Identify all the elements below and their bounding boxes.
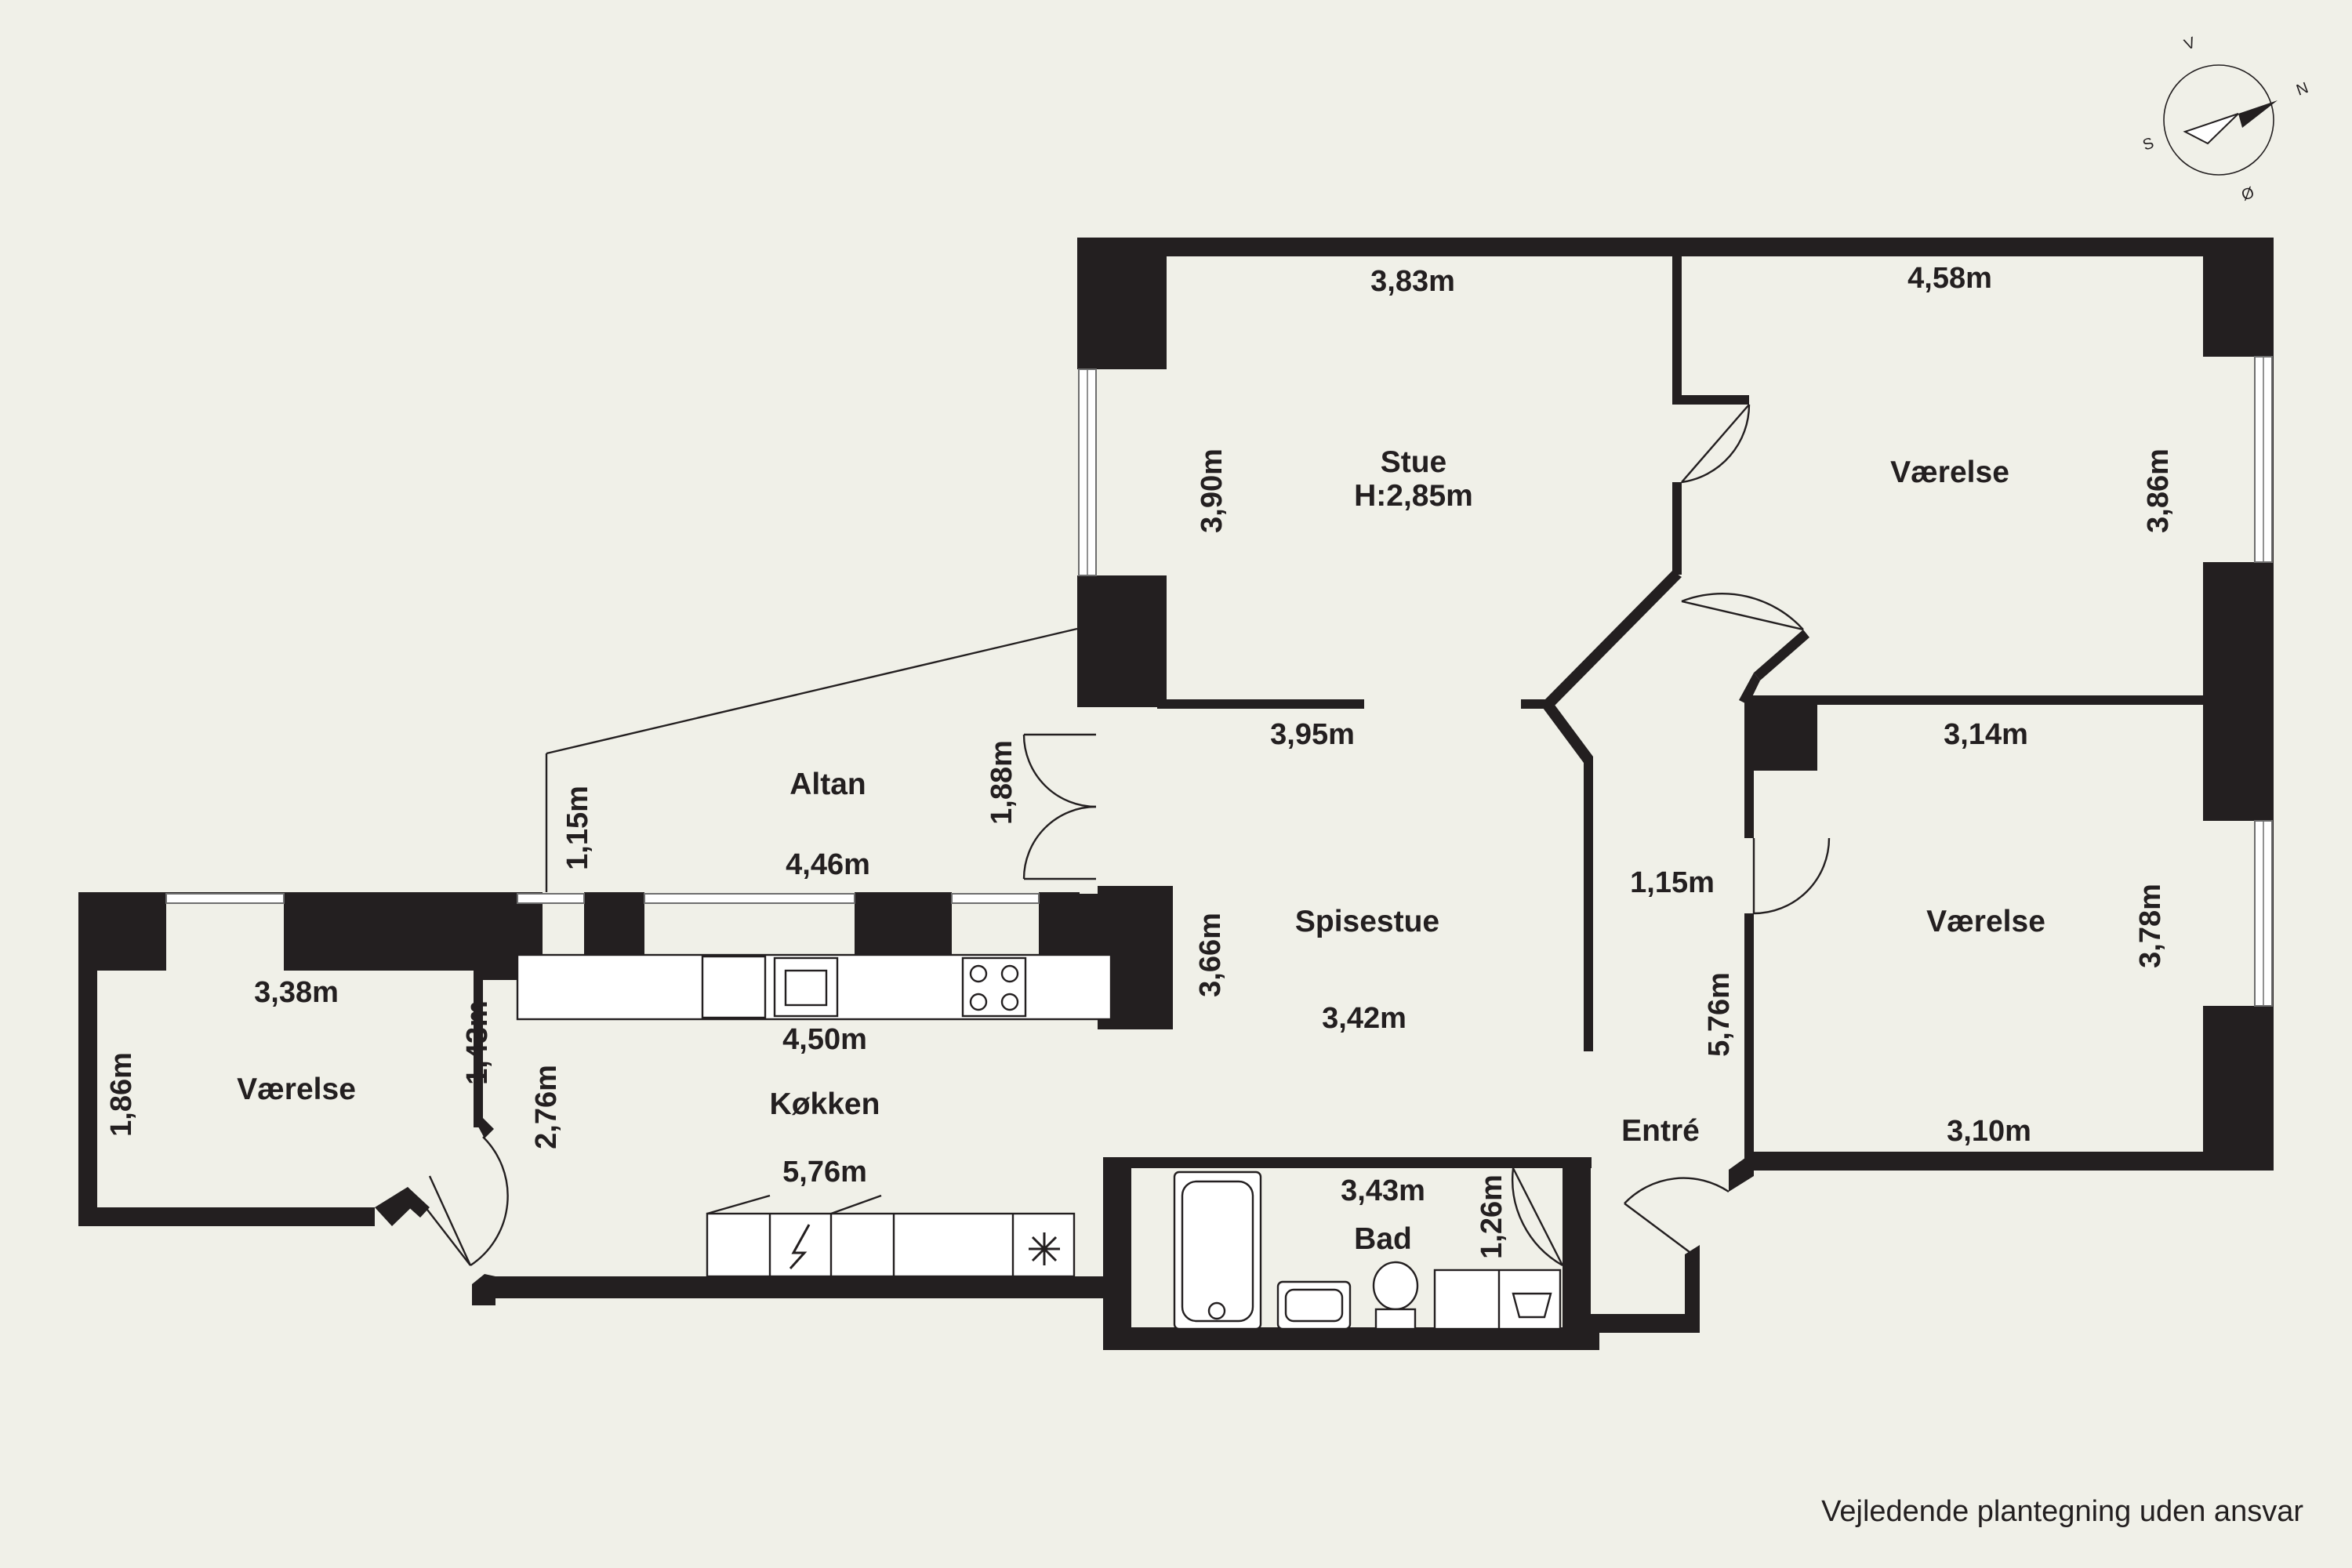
window-vaerelse-left xyxy=(165,893,285,904)
dim-vaerelse-r-width-top: 3,14m xyxy=(1944,718,2028,751)
dim-entre-length: 5,76m xyxy=(1703,972,1736,1057)
room-label-stue-height: H:2,85m xyxy=(1354,479,1473,513)
door-vaerelse-top xyxy=(1681,404,1751,484)
dimensions: 3,83m 3,90m 4,58m 3,86m 3,95m 1,88m 1,15… xyxy=(105,262,2175,1259)
dim-spisestue-width: 3,42m xyxy=(1322,1002,1406,1035)
compass-needle-icon xyxy=(2238,100,2278,128)
room-label-vaerelse-right: Værelse xyxy=(1926,905,2045,938)
door-altan xyxy=(1022,733,1097,880)
compass-south: S xyxy=(2140,134,2156,154)
room-label-koekken: Køkken xyxy=(770,1087,880,1121)
oven-icon xyxy=(789,1224,811,1270)
windows xyxy=(165,356,2273,1007)
room-label-stue: Stue xyxy=(1381,445,1447,479)
dim-bad-width: 3,43m xyxy=(1341,1174,1425,1207)
room-label-vaerelse-top: Værelse xyxy=(1890,456,2009,489)
altan-outline xyxy=(545,627,1078,892)
toilet-icon xyxy=(1372,1261,1419,1311)
room-label-spisestue: Spisestue xyxy=(1295,905,1439,938)
window-koekken-2 xyxy=(644,893,855,904)
dim-stue-width: 3,83m xyxy=(1370,265,1455,298)
fridge-icon xyxy=(1029,1232,1060,1265)
door-vaerelse-left xyxy=(419,1136,509,1267)
room-labels: Stue H:2,85m Værelse Værelse Værelse Alt… xyxy=(237,445,2045,1256)
compass-ring-icon xyxy=(2163,64,2274,176)
room-label-vaerelse-left: Værelse xyxy=(237,1073,356,1106)
dim-vaerelse-l-depth: 1,86m xyxy=(105,1052,138,1137)
kitchen-counter-top xyxy=(516,953,1112,1021)
dim-koekken-side: 2,76m xyxy=(530,1065,563,1149)
dishwasher-icon xyxy=(701,955,767,1019)
compass-north: N xyxy=(2294,79,2310,100)
dim-vaerelse-l-width: 3,38m xyxy=(254,976,339,1009)
door-entre-vaerelse xyxy=(1681,593,1804,631)
dim-spisestue-top: 3,95m xyxy=(1270,718,1355,751)
compass-east: Ø xyxy=(2239,184,2256,205)
dim-stue-depth: 3,90m xyxy=(1196,448,1229,533)
disclaimer: Vejledende plantegning uden ansvar xyxy=(1821,1495,2303,1528)
door-front xyxy=(1624,1177,1730,1253)
washer-icon xyxy=(1433,1269,1562,1330)
compass: N Ø S V xyxy=(2140,34,2310,204)
compass-tail-icon xyxy=(2183,113,2239,145)
dim-vaerelse-tr-width: 4,58m xyxy=(1907,262,1992,295)
dim-vaerelse-l-side: 1,43m xyxy=(461,1000,494,1085)
window-koekken-1 xyxy=(517,893,585,904)
room-label-entre: Entré xyxy=(1621,1114,1700,1148)
door-vaerelse-right xyxy=(1752,837,1831,915)
dim-hall-width: 1,15m xyxy=(1630,866,1715,899)
window-koekken-3 xyxy=(951,893,1040,904)
dim-altan-depth: 1,88m xyxy=(985,740,1018,825)
doors xyxy=(419,404,1831,1267)
dim-vaerelse-r-width-bottom: 3,10m xyxy=(1947,1115,2031,1148)
bathroom-fixtures xyxy=(1173,1171,1562,1330)
compass-west: V xyxy=(2182,34,2198,53)
dim-altan-width: 4,46m xyxy=(786,848,870,881)
door-bad xyxy=(1512,1167,1564,1267)
walls xyxy=(78,238,2274,1350)
kitchen-counter-bottom xyxy=(706,1194,1076,1278)
dim-altan-side: 1,15m xyxy=(561,786,594,870)
dim-koekken-top: 4,50m xyxy=(782,1023,867,1056)
dim-koekken-length: 5,76m xyxy=(782,1156,867,1189)
dim-spisestue-depth: 3,66m xyxy=(1194,913,1227,997)
room-label-bad: Bad xyxy=(1354,1222,1412,1256)
dim-vaerelse-r-depth: 3,78m xyxy=(2134,884,2167,968)
dim-bad-depth: 1,26m xyxy=(1475,1174,1508,1259)
dim-vaerelse-tr-depth: 3,86m xyxy=(2142,448,2175,533)
room-label-altan: Altan xyxy=(789,768,866,801)
